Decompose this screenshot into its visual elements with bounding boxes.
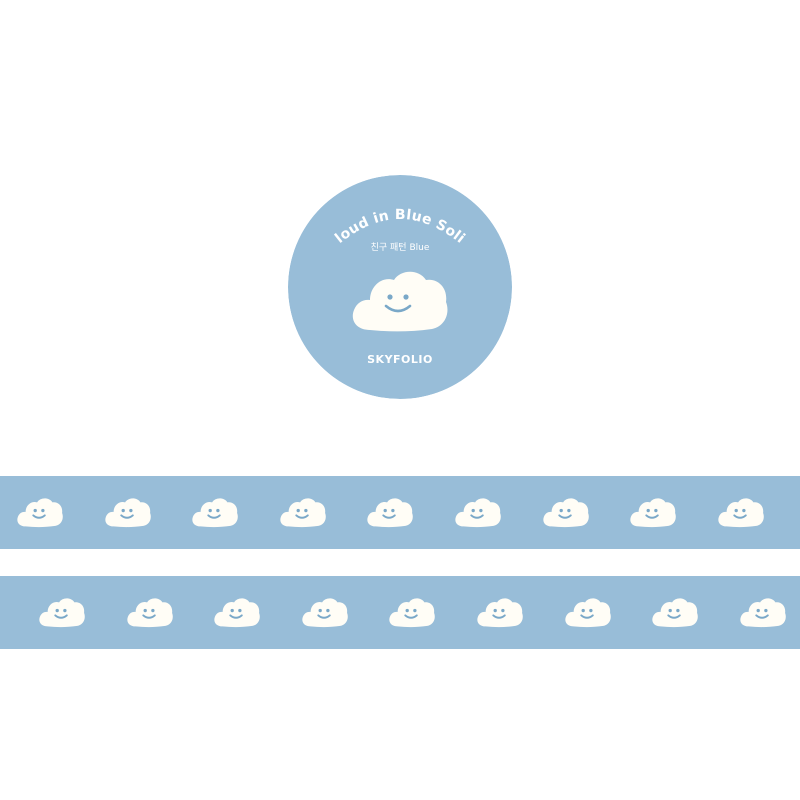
smiling-cloud-icon [104, 498, 151, 528]
smiling-cloud-icon [718, 498, 764, 528]
brand-name: SKYFOLIO [367, 353, 433, 366]
smiling-cloud-icon [17, 498, 63, 528]
smiling-cloud-icon [192, 498, 238, 528]
smiling-cloud-icon [477, 598, 523, 628]
smiling-cloud-icon [214, 598, 260, 628]
smiling-cloud-icon [630, 498, 676, 528]
smiling-cloud-icon [389, 598, 436, 628]
smiling-cloud-icon [542, 498, 589, 528]
smiling-cloud-icon [564, 598, 611, 628]
smiling-cloud-icon [280, 498, 326, 528]
smiling-cloud-icon [126, 598, 173, 628]
smiling-cloud-icon [352, 271, 448, 332]
smiling-cloud-icon [455, 498, 501, 528]
smiling-cloud-icon [740, 598, 786, 628]
smiling-cloud-icon [302, 598, 348, 628]
tape-strip-bottom [0, 576, 800, 649]
tape-strip-top [0, 476, 800, 549]
smiling-cloud-icon [652, 598, 698, 628]
smiling-cloud-icon [367, 498, 414, 528]
tape-roll-label: Cloud in Blue Solid 친구 패턴 Blue SKYFOLIO [288, 175, 512, 399]
smiling-cloud-icon [39, 598, 85, 628]
product-subtitle: 친구 패턴 Blue [370, 243, 430, 253]
